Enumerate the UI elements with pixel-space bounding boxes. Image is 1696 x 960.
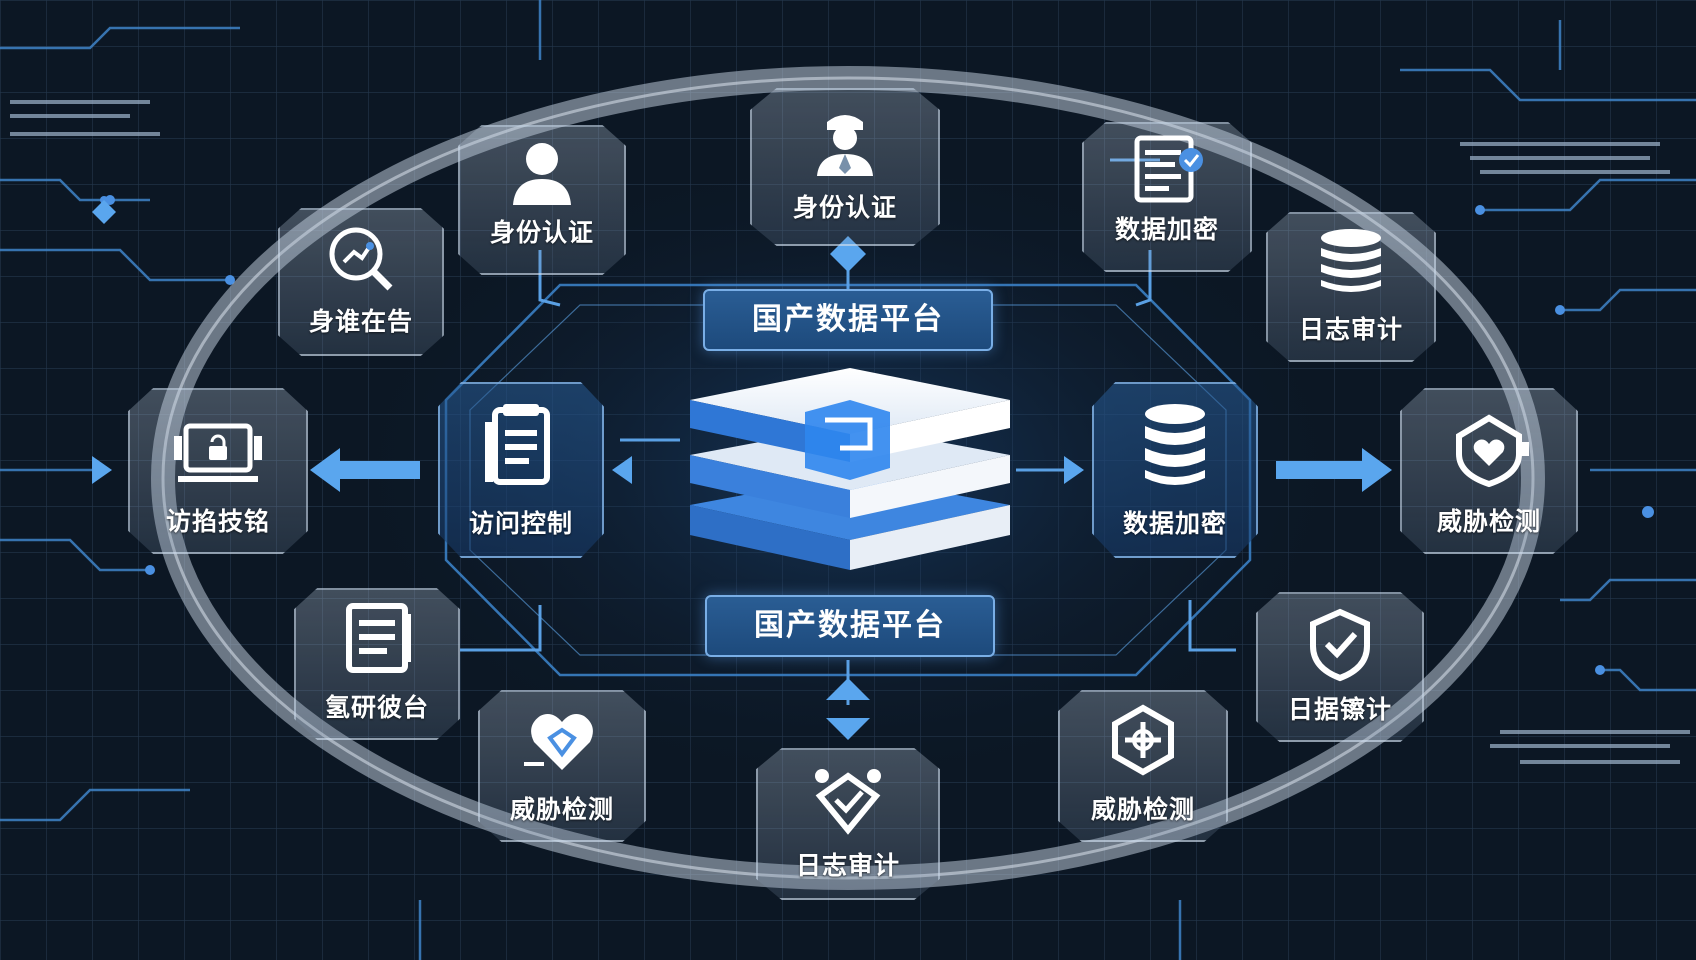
node-bottom-right-label: 威胁检测: [1090, 795, 1195, 824]
node-mid-left-inner[interactable]: 访问控制: [438, 382, 604, 558]
monitor-lock-icon: [174, 423, 262, 482]
node-lower-left-label: 氢研彼台: [324, 693, 429, 722]
arrow-left-inner: [612, 456, 632, 484]
platform-label-bottom: 国产数据平台: [705, 595, 995, 657]
node-mid-left-outer[interactable]: 访掐技铭: [128, 388, 308, 554]
node-mid-right-inner[interactable]: 数据加密: [1092, 382, 1258, 558]
node-mid-right-inner-label: 数据加密: [1122, 509, 1227, 538]
heart-shield-icon: [524, 714, 593, 770]
node-lower-right[interactable]: 日据镲计: [1256, 592, 1424, 742]
hexagon-target-icon: [1112, 704, 1174, 776]
node-mid-left-outer-label: 访掐技铭: [165, 507, 270, 536]
arrow-right-outer: [1362, 448, 1392, 492]
platform-label-top-text: 国产数据平台: [752, 302, 944, 337]
node-bottom-right[interactable]: 威胁检测: [1058, 690, 1228, 842]
node-lower-left[interactable]: 氢研彼台: [294, 588, 460, 740]
flow-arrows: [92, 200, 1392, 740]
node-upper-left-label: 身谁在告: [308, 307, 413, 336]
platform-label-top: 国产数据平台: [703, 289, 993, 351]
node-upper-left[interactable]: 身谁在告: [278, 208, 444, 356]
arrow-right-inner: [1064, 456, 1084, 484]
arrow-up-bottom: [826, 678, 870, 700]
guard-user-icon: [817, 115, 873, 176]
central-server-stack: [690, 368, 1010, 570]
node-bottom-center[interactable]: 日志审计: [756, 748, 940, 900]
clipboard-icon: [485, 404, 550, 485]
database-icon: [1145, 404, 1205, 485]
arrow-down-bottom: [826, 718, 870, 740]
node-top-center-label: 身份认证: [792, 193, 897, 222]
network-badge-icon: [815, 769, 881, 835]
node-bottom-center-label: 日志审计: [795, 851, 900, 880]
node-mid-left-inner-label: 访问控制: [468, 509, 573, 538]
node-bottom-left-label: 威胁检测: [509, 795, 614, 824]
shield-heart-icon: [1456, 414, 1529, 488]
node-top-right[interactable]: 数据加密: [1082, 122, 1252, 272]
node-top-left-label: 身份认证: [489, 218, 594, 247]
node-top-left[interactable]: 身份认证: [458, 125, 626, 275]
arrow-edge-left: [92, 456, 112, 484]
circuit-nodes: [100, 195, 1654, 675]
database-stack-icon: [1321, 229, 1381, 292]
arrow-left-outer: [310, 448, 340, 492]
user-icon: [513, 143, 571, 205]
data-dash-marks: [10, 100, 1690, 764]
platform-label-bottom-text: 国产数据平台: [754, 608, 946, 643]
node-bottom-left[interactable]: 威胁检测: [478, 690, 646, 842]
node-lower-right-label: 日据镲计: [1287, 695, 1392, 724]
node-mid-right-outer-label: 威胁检测: [1436, 507, 1541, 536]
node-top-center[interactable]: 身份认证: [750, 88, 940, 246]
node-upper-right[interactable]: 日志审计: [1266, 212, 1436, 362]
chart-magnify-icon: [329, 227, 393, 291]
node-upper-right-label: 日志审计: [1298, 315, 1403, 344]
marker-left: [92, 200, 116, 224]
node-top-right-label: 数据加密: [1114, 215, 1219, 244]
document-check-icon: [1134, 135, 1203, 203]
file-list-icon: [346, 603, 411, 673]
shield-check-icon: [1310, 608, 1370, 682]
node-mid-right-outer[interactable]: 威胁检测: [1400, 388, 1578, 554]
